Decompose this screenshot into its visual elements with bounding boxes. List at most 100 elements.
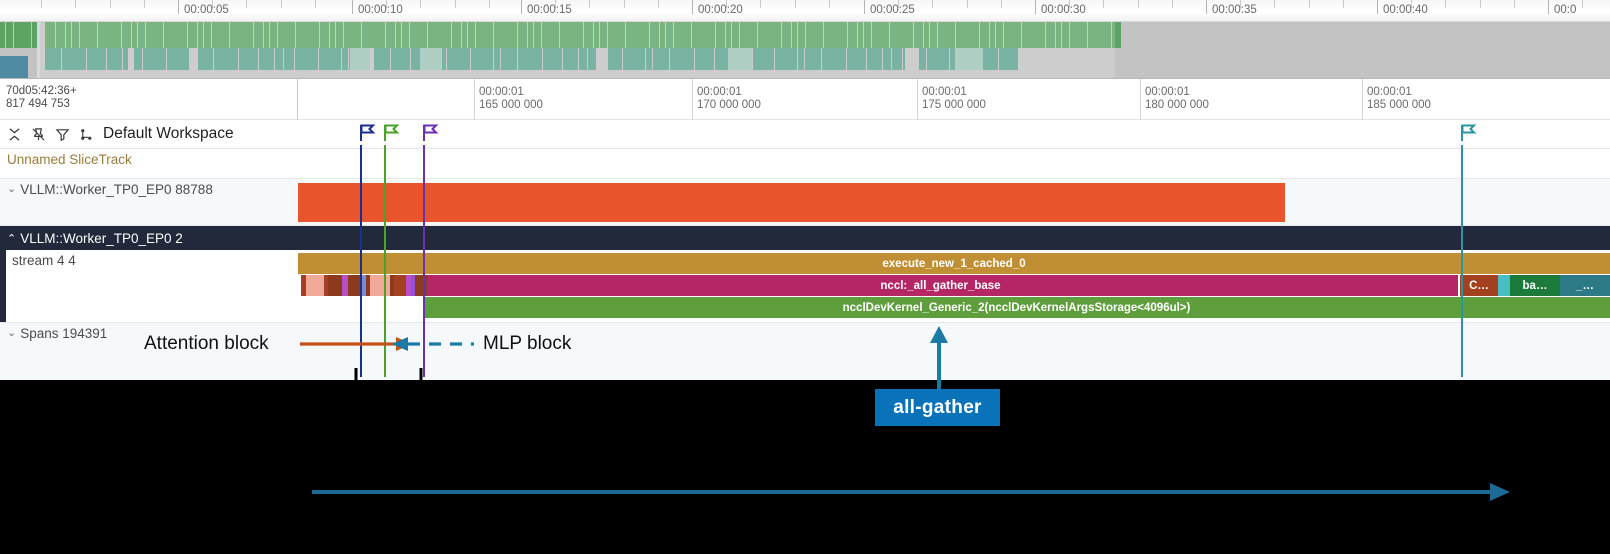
minimap-bar-light [420, 48, 442, 70]
minimap-bar [462, 22, 467, 48]
timeline-slice[interactable] [394, 275, 406, 296]
minimap-bar [122, 22, 131, 48]
timeline-slice[interactable]: ncclDevKernel_Generic_2(ncclDevKernelArg… [423, 297, 1610, 318]
track-row-spans-194391[interactable]: ⌄Spans 194391 [0, 322, 1610, 380]
minimap-handle-left[interactable] [37, 22, 40, 78]
timeline-slice[interactable] [362, 275, 366, 296]
chevron-down-icon-spans[interactable]: ⌄ [7, 327, 17, 339]
marker-line-teal[interactable] [1461, 145, 1463, 377]
timeline-slice[interactable] [1498, 275, 1510, 296]
track-label-worker-88788: ⌄VLLM::Worker_TP0_EP0 88788 [0, 179, 297, 225]
overview-ruler-label: 00:00:20 [698, 4, 743, 16]
overview-tick-minor [314, 0, 316, 8]
minimap-bar-2 [805, 48, 821, 70]
flag-icon-purple[interactable] [421, 124, 439, 142]
track-row-unnamed-slicetrack[interactable]: Unnamed SliceTrack [0, 149, 1610, 179]
time-ruler-gridline [1140, 79, 1141, 121]
overview-tick-minor [1582, 0, 1584, 8]
overview-tick-major [864, 0, 865, 14]
minimap-bar-2 [167, 48, 189, 70]
collapse-icon[interactable] [7, 127, 22, 142]
overview-ruler-label: 00:0 [1554, 4, 1577, 16]
chevron-up-icon[interactable]: ⌃ [7, 232, 17, 245]
timeline-slice[interactable]: nccl:_all_gather_base [423, 275, 1458, 296]
timeline-slice[interactable] [411, 275, 415, 296]
timeline-slice[interactable] [328, 275, 342, 296]
flag-icon-blue[interactable] [358, 124, 376, 142]
overview-tick-minor [386, 0, 388, 8]
marker-line-green[interactable] [384, 145, 386, 377]
timeline-slice[interactable] [306, 275, 324, 296]
minimap-bar [542, 22, 559, 48]
minimap-gap-2 [190, 48, 198, 70]
track-canvas-unnamed-slicetrack[interactable] [298, 149, 1610, 178]
minimap-bar-2 [775, 48, 797, 70]
minimap-bar [1112, 22, 1121, 48]
overview-tick-major [521, 0, 522, 14]
minimap-bar [716, 22, 725, 48]
timeline-slice[interactable] [348, 275, 362, 296]
timeline-slice[interactable]: ba… [1510, 275, 1560, 296]
minimap-bar [396, 22, 401, 48]
minimap-bar-2 [132, 48, 142, 70]
track-row-worker-2[interactable]: ⌃VLLM::Worker_TP0_EP0 2 [0, 226, 1610, 250]
slice-worker-88788[interactable] [298, 183, 1285, 222]
overview-tick-minor [1000, 0, 1002, 8]
overview-tick-minor [1069, 0, 1071, 8]
minimap-gap-2 [905, 48, 919, 70]
track-row-worker-88788[interactable]: ⌄VLLM::Worker_TP0_EP0 88788 [0, 179, 1610, 226]
minimap-bar [428, 22, 451, 48]
chevron-down-icon[interactable]: ⌄ [7, 183, 17, 195]
unpin-icon[interactable] [31, 127, 46, 142]
timeline-slice[interactable] [370, 275, 390, 296]
minimap-bar-2 [501, 48, 517, 70]
minimap-bar [164, 22, 187, 48]
track-canvas-worker-88788[interactable] [298, 179, 1610, 225]
minimap-bar [930, 22, 937, 48]
minimap-bar-2 [927, 48, 949, 70]
overview-tick-minor [488, 0, 490, 8]
timeline-slice[interactable] [342, 275, 348, 296]
timeline-slice[interactable]: execute_new_1_cached_0 [298, 253, 1610, 274]
minimap-bar-2 [867, 48, 882, 70]
minimap-gap-2 [596, 48, 608, 70]
overview-tick-minor [657, 0, 659, 8]
worker-88788-text: VLLM::Worker_TP0_EP0 88788 [20, 182, 213, 197]
timeline-slice[interactable] [406, 275, 411, 296]
overview-tick-minor [280, 0, 282, 8]
timeline-slice[interactable] [415, 275, 427, 296]
timeline-slice[interactable] [324, 275, 328, 296]
minimap-bar [518, 22, 527, 48]
timeline-slice[interactable] [366, 275, 370, 296]
filter-icon[interactable] [55, 127, 70, 142]
overview-tick-minor [589, 0, 591, 8]
marker-line-purple[interactable] [423, 145, 425, 377]
timeline-slice[interactable]: _… [1560, 275, 1610, 296]
flag-icon-green[interactable] [382, 124, 400, 142]
track-canvas-worker-2 [298, 226, 1610, 250]
minimap-bar [452, 22, 461, 48]
timeline-slice[interactable]: C… [1460, 275, 1498, 296]
minimap-bar [758, 22, 781, 48]
overview-tick-minor [1103, 0, 1105, 8]
minimap-bar [212, 22, 229, 48]
minimap-bar [254, 22, 263, 48]
timeline-slice[interactable] [301, 275, 306, 296]
overview-minimap[interactable] [0, 22, 1610, 78]
timeline-slice[interactable] [390, 275, 394, 296]
minimap-bar-2 [715, 48, 730, 70]
marker-line-blue[interactable] [360, 145, 362, 377]
workspace-icon[interactable] [79, 127, 94, 142]
overview-tick-major [1206, 0, 1207, 14]
minimap-bar [674, 22, 691, 48]
minimap-bar-2 [275, 48, 283, 70]
flag-icon-teal[interactable] [1459, 124, 1477, 142]
overview-tick-minor [109, 0, 111, 8]
minimap-selection[interactable] [40, 22, 1115, 78]
overview-tick-minor [726, 0, 728, 8]
